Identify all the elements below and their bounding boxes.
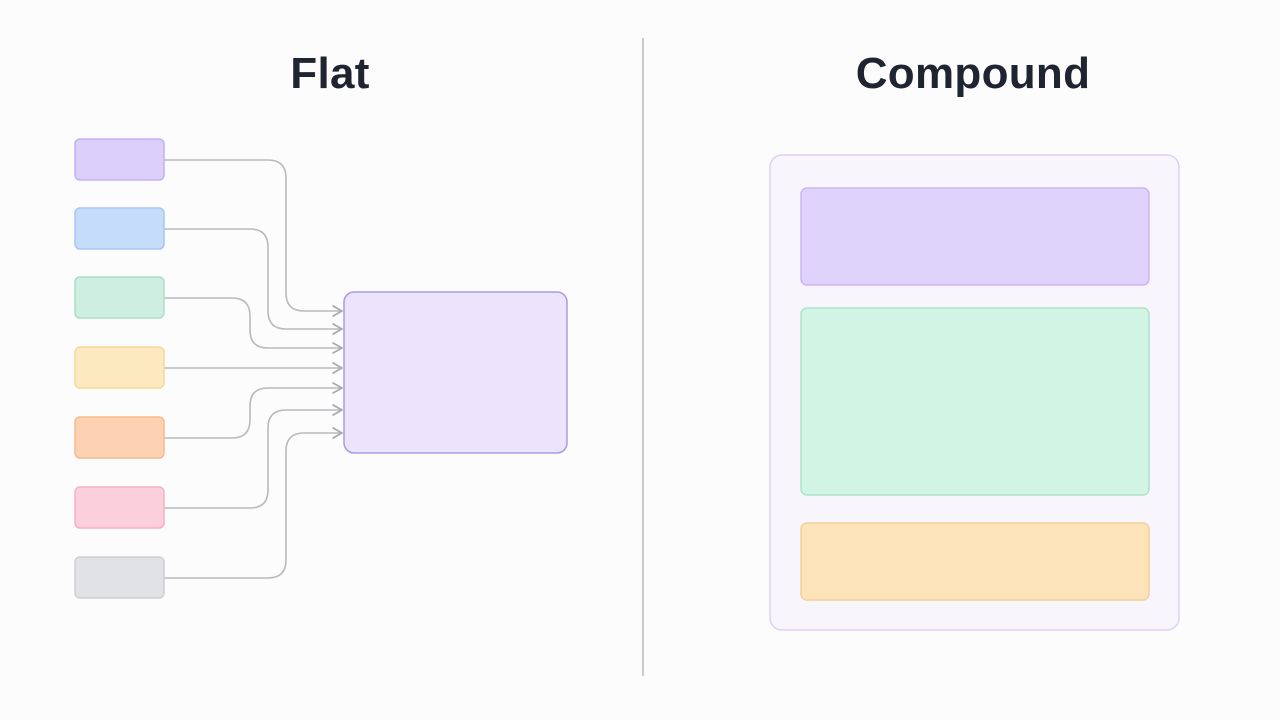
target-block	[343, 291, 568, 454]
compound-group	[769, 154, 1180, 631]
flat-title: Flat	[290, 49, 370, 98]
flat-target-group	[343, 291, 568, 454]
input-block-blue	[74, 207, 165, 250]
connector-green	[163, 297, 343, 354]
input-block-purple	[74, 138, 165, 181]
compound-section-bottom	[800, 522, 1150, 601]
flat-input-group	[74, 138, 165, 599]
input-block-orange	[74, 416, 165, 459]
connector-gray	[163, 427, 343, 579]
connector-pink	[163, 404, 343, 509]
flat-connectors	[163, 159, 343, 579]
input-block-yellow	[74, 346, 165, 389]
input-block-gray	[74, 556, 165, 599]
compound-section-top	[800, 187, 1150, 286]
input-block-pink	[74, 486, 165, 529]
compound-section-middle	[800, 307, 1150, 496]
input-block-green	[74, 276, 165, 319]
connector-purple	[163, 159, 343, 317]
connector-blue	[163, 228, 343, 335]
connector-orange	[163, 382, 343, 439]
compound-title: Compound	[855, 49, 1091, 98]
panel-divider	[642, 38, 644, 676]
